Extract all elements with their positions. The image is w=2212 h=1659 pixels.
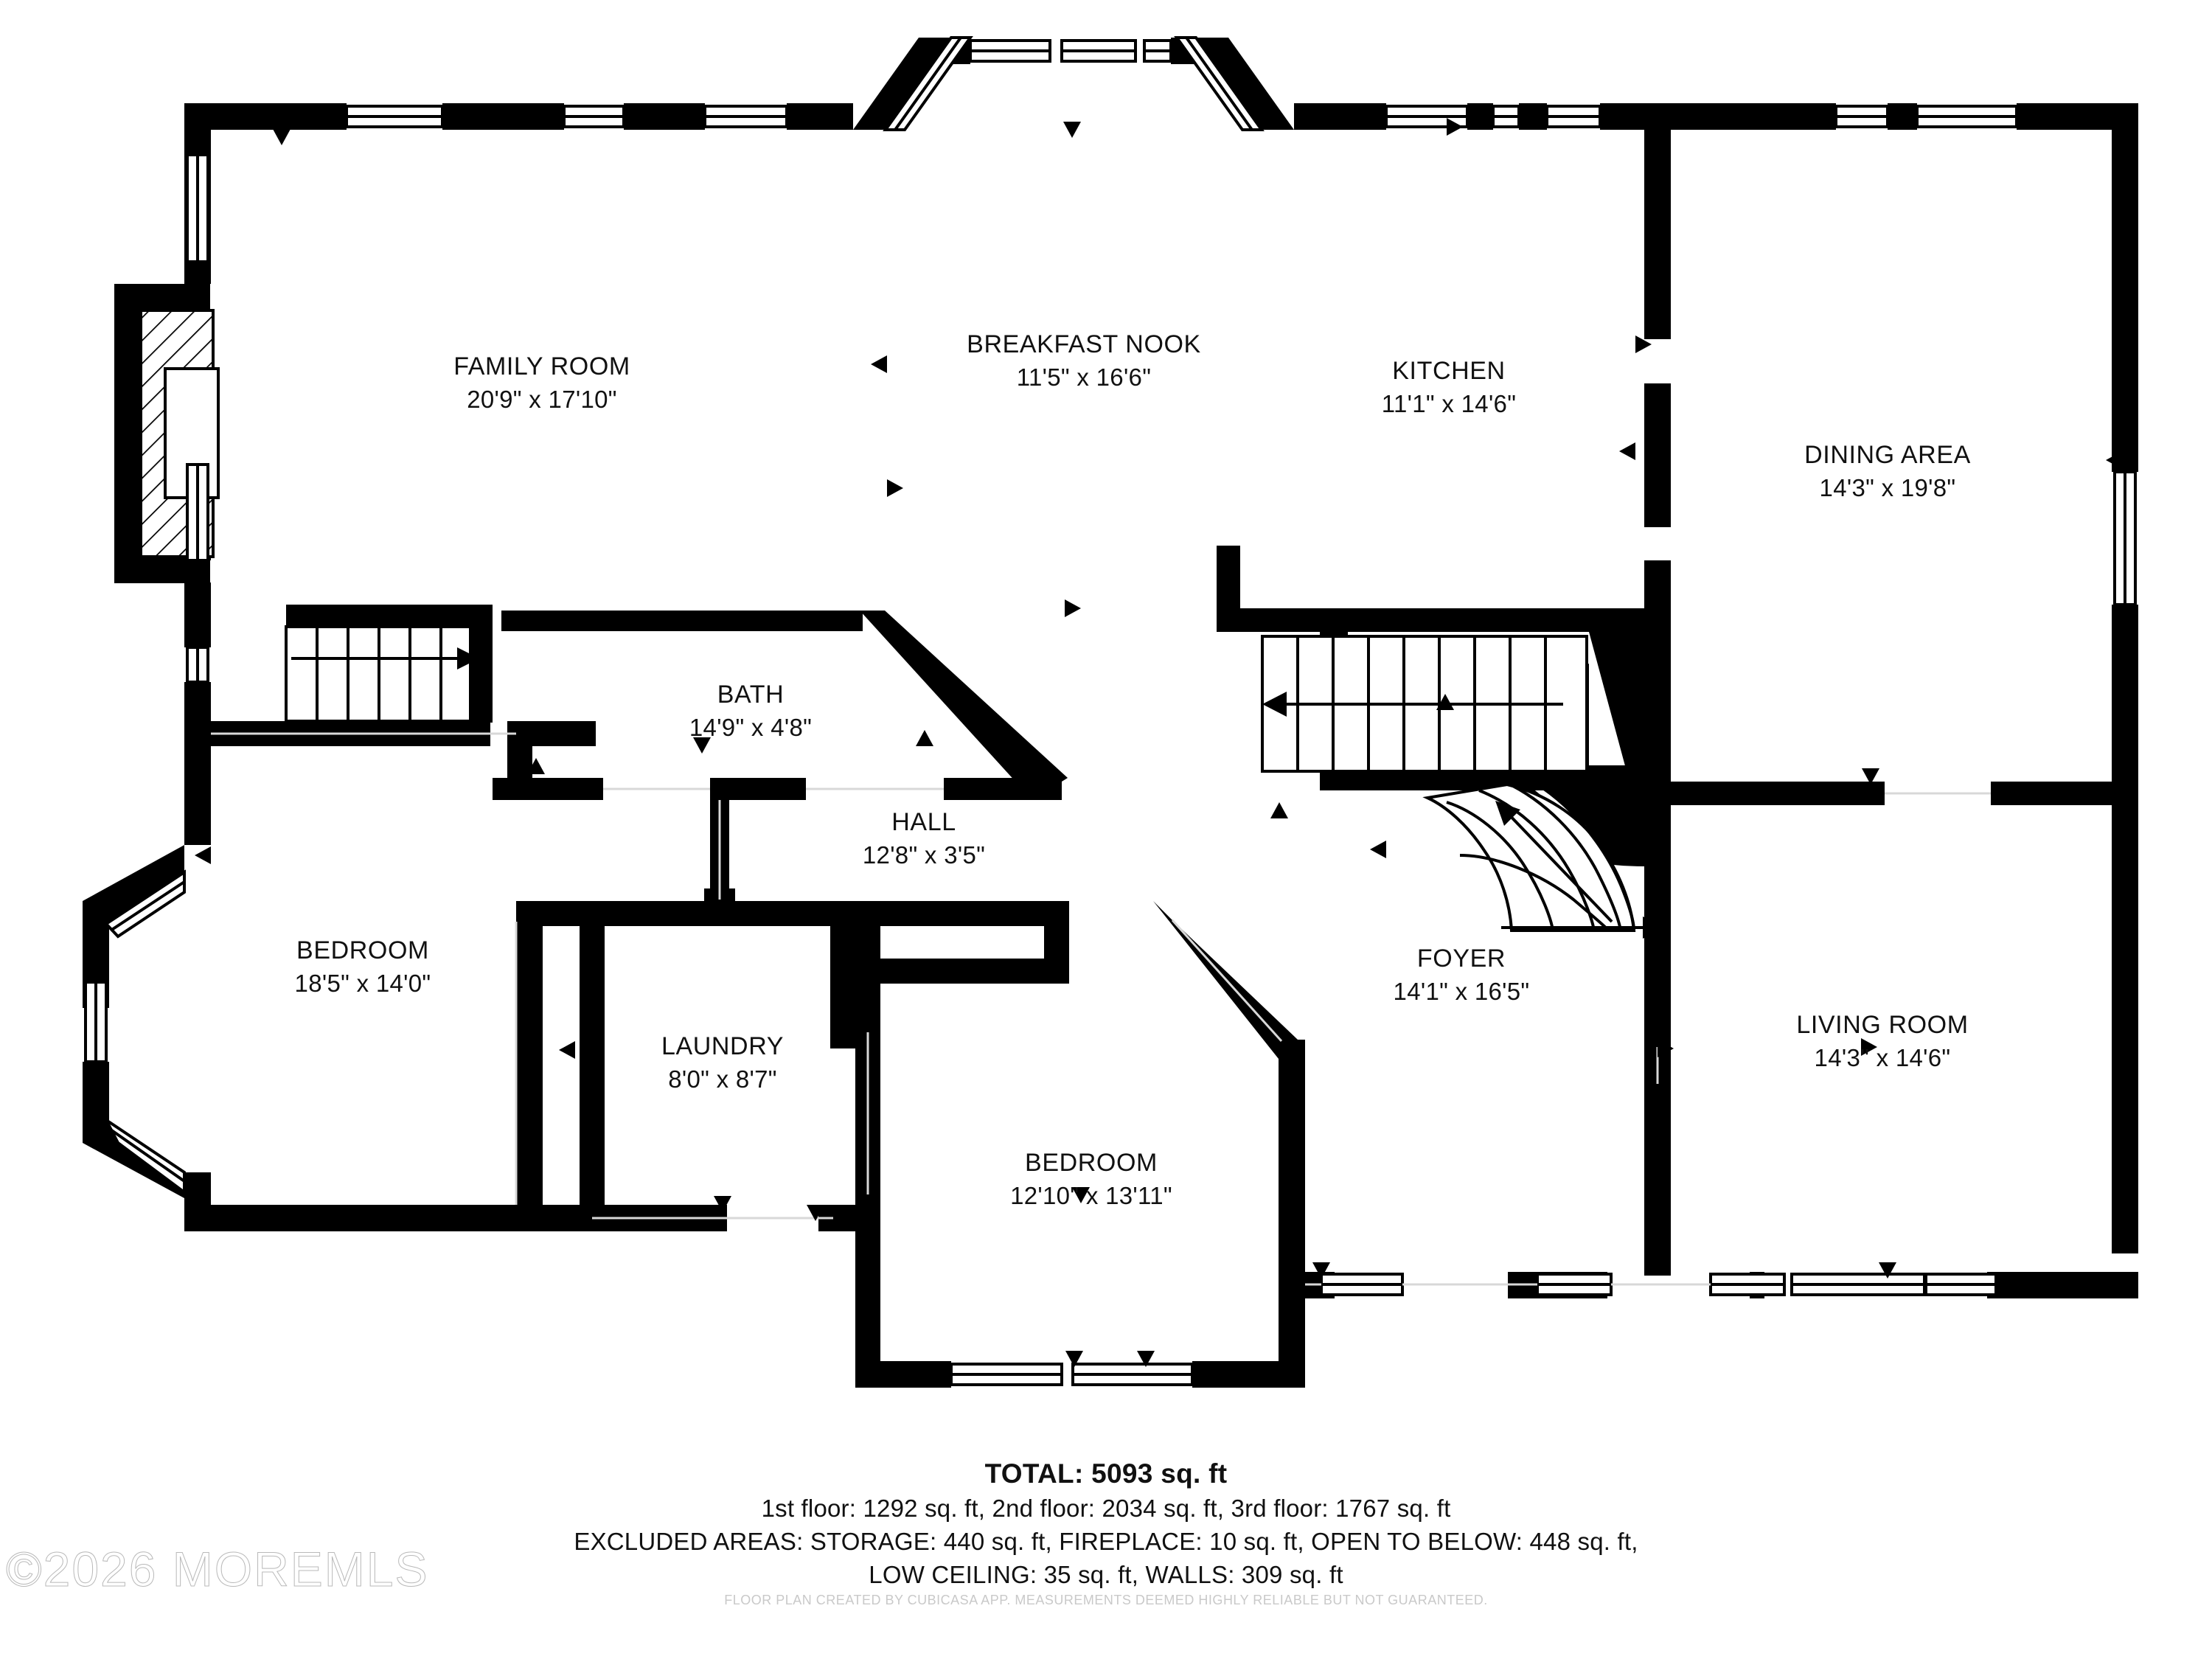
room-dimensions: 14'3" x 19'8" [1819,474,1956,502]
room-name: DINING AREA [1804,441,1971,470]
window-family-left-lower [186,463,209,562]
door-marker-layer [195,118,2122,1367]
room-label-family-room: FAMILY ROOM 20'9" x 17'10" [453,352,630,415]
room-name: LAUNDRY [661,1032,785,1061]
window-dining-top-2 [1916,105,2018,128]
floor-breakdown: 1st floor: 1292 sq. ft, 2nd floor: 2034 … [761,1494,1451,1522]
room-dimensions: 14'1" x 16'5" [1393,978,1530,1006]
room-dimensions: 18'5" x 14'0" [294,970,431,998]
room-name: HALL [891,808,956,837]
room-name: KITCHEN [1392,357,1506,386]
room-name: BREAKFAST NOOK [967,330,1201,359]
window-bay-right-diag [1174,36,1265,131]
window-family-left-below [186,646,209,684]
window-bay-left-diag [883,36,973,131]
room-dimensions: 14'3" x 14'6" [1814,1044,1951,1072]
excluded-areas-line-2: LOW CEILING: 35 sq. ft, WALLS: 309 sq. f… [869,1560,1343,1588]
window-living-bottom-a [1536,1273,1613,1296]
room-dimensions: 14'9" x 4'8" [689,714,813,742]
room-label-breakfast-nook: BREAKFAST NOOK 11'5" x 16'6" [967,330,1201,393]
window-bedroom-bay-top [103,869,186,939]
staircase-foyer-straight [1261,635,1588,773]
room-dimensions: 20'9" x 17'10" [467,386,617,414]
window-kitchen-top-2 [1492,105,1520,128]
window-bedroom-lower-b [1071,1363,1194,1386]
window-foyer-bottom [1320,1273,1404,1296]
window-bedroom-bay-mid [84,981,108,1063]
total-area: TOTAL: 5093 sq. ft [984,1458,1228,1489]
room-dimensions: 11'1" x 14'6" [1381,390,1517,418]
window-living-bottom-d [1924,1273,1997,1296]
window-bay-center-a [969,39,1051,63]
room-label-bedroom-left: BEDROOM 18'5" x 14'0" [295,936,431,999]
room-label-foyer: FOYER 14'1" x 16'5" [1394,944,1530,1007]
room-label-kitchen: KITCHEN 11'1" x 14'6" [1382,356,1516,420]
room-dimensions: 12'10" x 13'11" [1010,1182,1172,1210]
window-family-left-upper [186,153,209,263]
window-bay-center-b [1060,39,1137,63]
window-bedroom-bay-bottom [105,1119,186,1195]
wall-layer [83,38,2138,1388]
window-top-left-2 [563,105,625,128]
window-living-bottom-b [1709,1273,1786,1296]
window-bay-center-c [1143,39,1172,63]
window-top-left [345,105,444,128]
room-label-dining-area: DINING AREA 14'3" x 19'8" [1804,440,1971,504]
window-bedroom-lower-a [950,1363,1063,1386]
room-dimensions: 11'5" x 16'6" [1016,364,1152,392]
room-dimensions: 8'0" x 8'7" [668,1065,777,1093]
room-name: FAMILY ROOM [453,352,630,381]
room-name: BEDROOM [1025,1149,1158,1178]
staircase-foyer-curved [1422,777,1665,939]
excluded-areas-line-1: EXCLUDED AREAS: STORAGE: 440 sq. ft, FIR… [574,1527,1638,1555]
window-dining-right [2113,470,2137,606]
room-name: LIVING ROOM [1796,1011,1969,1040]
staircase-family-room [285,625,479,723]
disclaimer-text: FLOOR PLAN CREATED BY CUBICASA APP. MEAS… [724,1593,1488,1607]
room-label-hall: HALL 12'8" x 3'5" [863,807,985,871]
room-name: FOYER [1416,945,1506,973]
area-summary: TOTAL: 5093 sq. ft 1st floor: 1292 sq. f… [0,1456,2212,1591]
window-living-bottom-c [1790,1273,1926,1296]
room-dimensions: 12'8" x 3'5" [862,841,986,869]
window-kitchen-top-3 [1545,105,1601,128]
window-top-left-3 [703,105,788,128]
mls-watermark: ©2026 MOREMLS [6,1542,429,1597]
room-name: BATH [717,681,785,709]
room-label-bath: BATH 14'9" x 4'8" [689,680,812,743]
window-dining-top [1834,105,1889,128]
room-name: BEDROOM [296,936,429,965]
room-label-laundry: LAUNDRY 8'0" x 8'7" [661,1032,784,1095]
room-label-living-room: LIVING ROOM 14'3" x 14'6" [1796,1010,1968,1074]
room-label-bedroom-lower: BEDROOM 12'10" x 13'11" [1010,1148,1172,1211]
